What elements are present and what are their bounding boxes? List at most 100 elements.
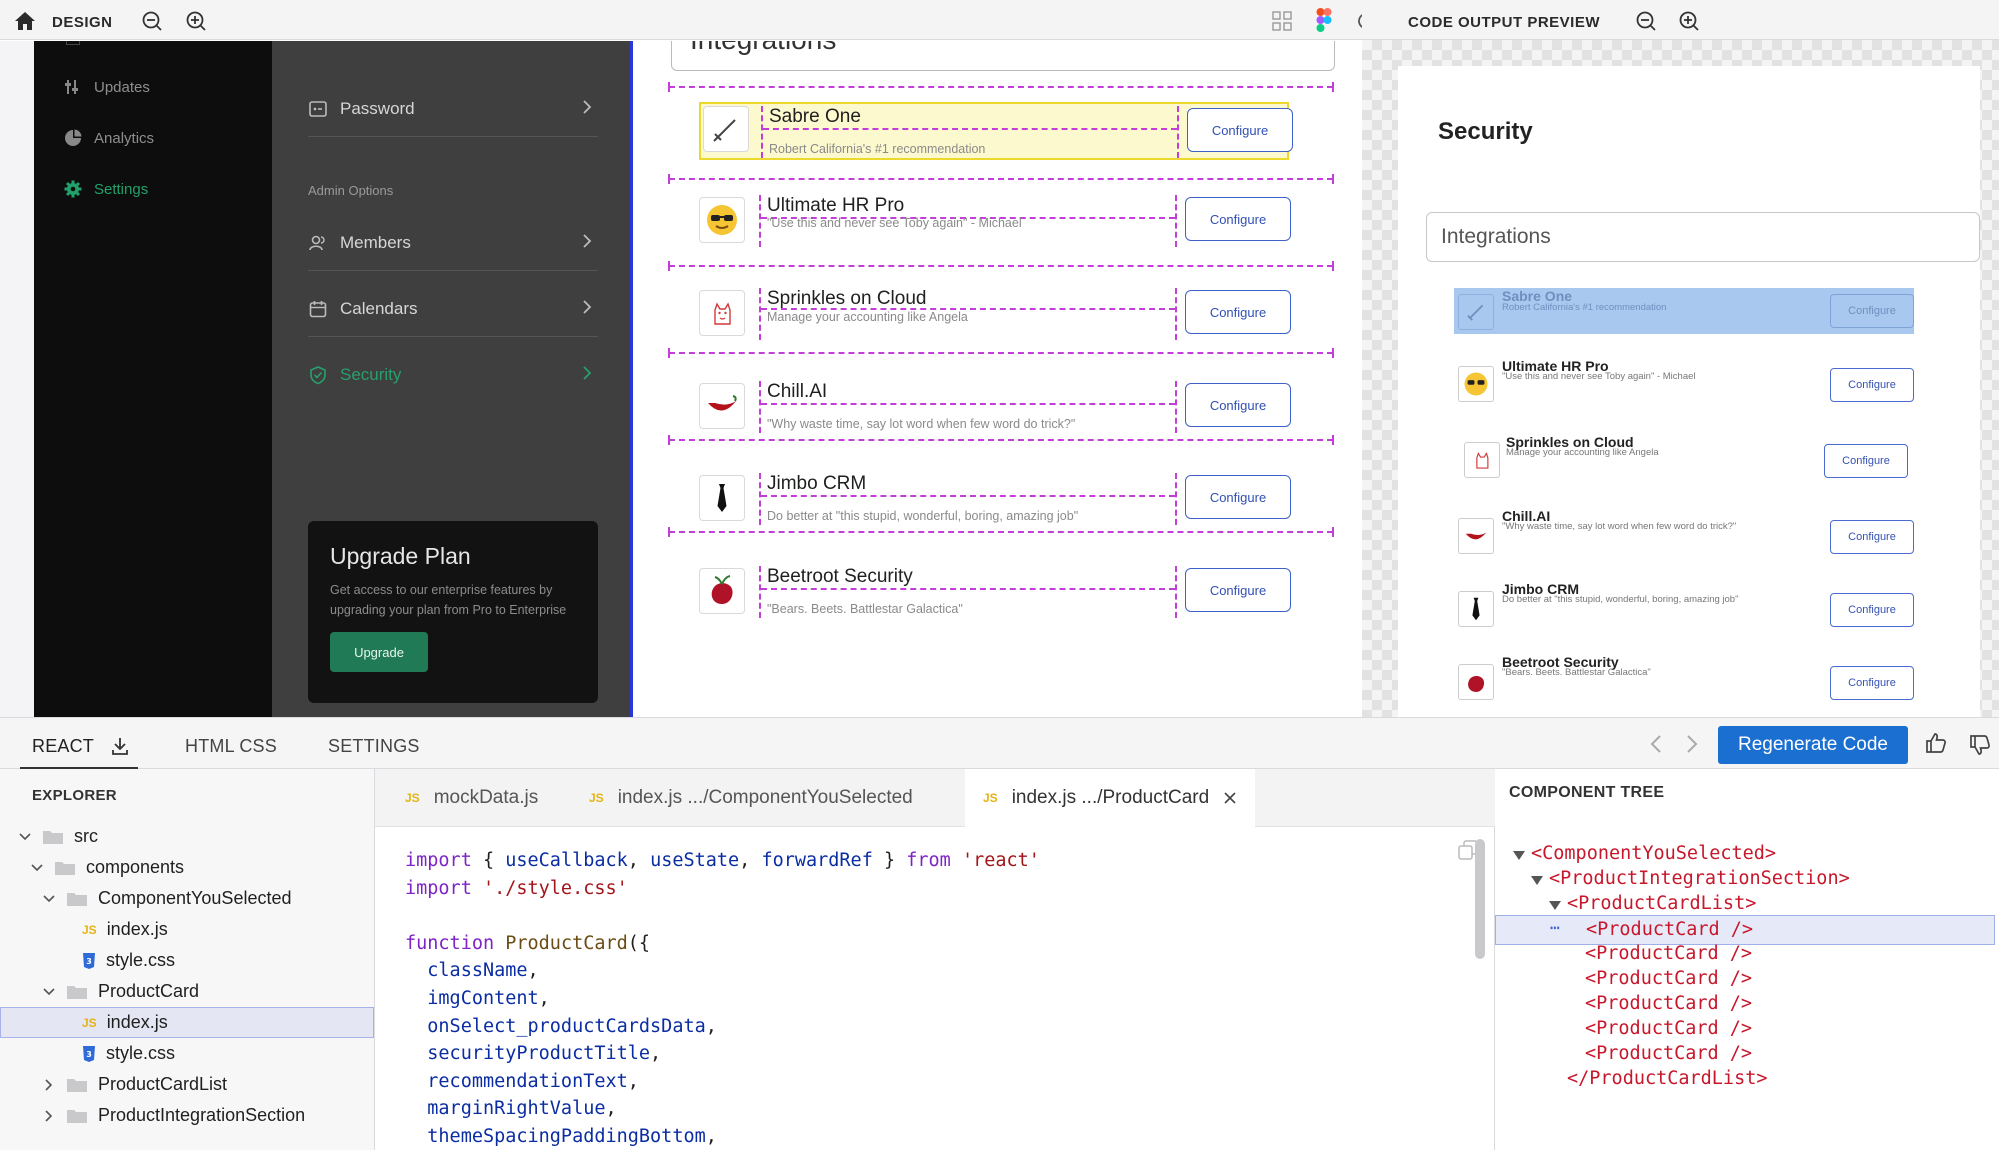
preview-product-card[interactable]: Beetroot Security "Bears. Beets. Battles… (1454, 654, 1914, 704)
code-line: marginRightValue, (427, 1098, 617, 1120)
component-tree-node[interactable]: <ProductCardList> (1495, 890, 1995, 920)
product-card[interactable]: Beetroot Security "Bears. Beets. Battles… (699, 564, 1291, 622)
configure-button[interactable]: Configure (1187, 108, 1293, 152)
settings-row-calendars[interactable]: Calendars (308, 281, 598, 337)
nav-item-updates[interactable]: Updates (64, 75, 150, 99)
card-subtitle: Manage your accounting like Angela (767, 310, 968, 324)
editor-tab-mockdata[interactable]: JS mockData.js (391, 769, 552, 827)
folder-icon (66, 984, 88, 1000)
product-card[interactable]: Chill.AI "Why waste time, say lot word w… (699, 379, 1291, 437)
preview-product-card[interactable]: Sprinkles on Cloud Manage your accountin… (1454, 434, 1914, 482)
preview-product-card[interactable]: Sabre One Robert California's #1 recomme… (1454, 288, 1914, 334)
tree-folder-componentyouselected[interactable]: ComponentYouSelected (0, 883, 374, 914)
tab-react[interactable]: REACT (32, 736, 95, 756)
zoom-in-icon[interactable] (184, 9, 208, 33)
regenerate-code-button[interactable]: Regenerate Code (1718, 726, 1908, 764)
configure-button[interactable]: Configure (1185, 383, 1291, 427)
chevron-right-icon (42, 1078, 56, 1091)
preview-configure-button[interactable]: Configure (1830, 294, 1914, 328)
preview-configure-button[interactable]: Configure (1830, 666, 1914, 700)
component-tree-node[interactable]: </ProductCardList> (1495, 1065, 1995, 1095)
chevron-right-icon[interactable] (1686, 734, 1698, 754)
preview-configure-button[interactable]: Configure (1830, 520, 1914, 554)
component-tree-node[interactable]: <ComponentYouSelected> (1495, 840, 1995, 870)
integrations-heading-box: Integrations (671, 41, 1335, 71)
product-card[interactable]: Sabre One Robert California's #1 recomme… (699, 102, 1293, 160)
tree-file-style-css[interactable]: 3 style.css (0, 1038, 374, 1069)
nav-item-settings[interactable]: Settings (64, 177, 148, 201)
preview-product-card[interactable]: Chill.AI "Why waste time, say lot word w… (1454, 508, 1914, 558)
preview-configure-button[interactable]: Configure (1824, 444, 1908, 478)
tree-folder-productcardlist[interactable]: ProductCardList (0, 1069, 374, 1100)
tab-settings[interactable]: SETTINGS (328, 736, 420, 756)
home-icon[interactable] (13, 9, 37, 33)
thumbs-up-icon[interactable] (1924, 731, 1948, 755)
editor-tab-label: index.js .../ProductCard (1011, 787, 1210, 808)
grid-layout-icon[interactable] (1270, 9, 1294, 33)
expand-triangle-icon[interactable] (1549, 901, 1561, 910)
chevron-right-icon (582, 299, 592, 315)
editor-tab-componentyouselected[interactable]: JS index.js .../ComponentYouSelected (575, 769, 927, 827)
card-title: Chill.AI (767, 381, 828, 402)
thumbs-down-icon[interactable] (1968, 733, 1992, 757)
zoom-in-icon[interactable] (1677, 9, 1701, 33)
settings-row-members[interactable]: Members (308, 215, 598, 271)
chevron-left-icon[interactable] (1650, 734, 1662, 754)
configure-button[interactable]: Configure (1185, 197, 1291, 241)
zoom-out-icon[interactable] (1634, 9, 1658, 33)
expand-triangle-icon[interactable] (1531, 876, 1543, 885)
figma-icon[interactable] (1312, 8, 1336, 32)
spacing-guide (761, 495, 1175, 497)
product-card[interactable]: Ultimate HR Pro "Use this and never see … (699, 193, 1291, 251)
upgrade-button[interactable]: Upgrade (330, 632, 428, 672)
code-line: import { useCallback, useState, forwardR… (405, 850, 1040, 871)
more-options-icon[interactable]: ⋯ (1550, 918, 1560, 937)
expand-triangle-icon[interactable] (1513, 851, 1525, 860)
nav-label-analytics: Analytics (94, 129, 155, 147)
configure-button[interactable]: Configure (1185, 568, 1291, 612)
nav-item-analytics[interactable]: Analytics (64, 126, 154, 150)
preview-title: Security (1438, 118, 1533, 145)
preview-card-subtitle: Manage your accounting like Angela (1506, 447, 1659, 458)
tree-folder-components[interactable]: components (0, 852, 374, 883)
configure-button[interactable]: Configure (1185, 475, 1291, 519)
folder-icon (42, 829, 64, 845)
tree-file-index-js[interactable]: JS index.js (0, 914, 374, 945)
tree-file-style-css[interactable]: 3 style.css (0, 945, 374, 976)
component-tree-node[interactable]: ⋯<ProductCard /> (1495, 915, 1995, 945)
tree-folder-productcard[interactable]: ProductCard (0, 976, 374, 1007)
card-title: Jimbo CRM (767, 473, 867, 494)
spacing-guide (1175, 381, 1177, 433)
editor-scrollbar[interactable] (1475, 839, 1485, 959)
configure-button[interactable]: Configure (1185, 290, 1291, 334)
close-icon[interactable] (1223, 791, 1237, 805)
zoom-out-icon[interactable] (140, 9, 164, 33)
preview-configure-button[interactable]: Configure (1830, 593, 1914, 627)
component-tree-node[interactable]: <ProductIntegrationSection> (1495, 865, 1995, 895)
component-tree-node[interactable]: <ProductCard /> (1495, 990, 1995, 1020)
js-file-icon: JS (589, 791, 604, 805)
tab-html-css[interactable]: HTML CSS (185, 736, 277, 756)
preview-product-card[interactable]: Ultimate HR Pro "Use this and never see … (1454, 358, 1914, 406)
component-tree-node[interactable]: <ProductCard /> (1495, 940, 1995, 970)
component-tree-node[interactable]: <ProductCard /> (1495, 1015, 1995, 1045)
preview-configure-button[interactable]: Configure (1830, 368, 1914, 402)
tree-file-index-js-selected[interactable]: JS index.js (0, 1007, 374, 1038)
editor-tab-productcard[interactable]: JS index.js .../ProductCard (965, 769, 1255, 827)
product-card[interactable]: Sprinkles on Cloud Manage your accountin… (699, 286, 1291, 344)
tree-folder-productintegrationsection[interactable]: ProductIntegrationSection (0, 1100, 374, 1131)
component-tree-node[interactable]: <ProductCard /> (1495, 965, 1995, 995)
preview-product-card[interactable]: Jimbo CRM Do better at "this stupid, won… (1454, 581, 1914, 631)
chevron-down-icon (42, 987, 56, 997)
tree-folder-src[interactable]: src (0, 821, 374, 852)
js-file-icon: JS (405, 791, 420, 805)
component-tree-label: <ProductCard /> (1585, 993, 1753, 1014)
settings-row-security[interactable]: Security (308, 347, 598, 403)
download-icon[interactable] (110, 736, 130, 756)
product-card[interactable]: Jimbo CRM Do better at "this stupid, won… (699, 471, 1291, 529)
card-subtitle: "Bears. Beets. Battlestar Galactica" (767, 602, 963, 616)
settings-row-password[interactable]: Password (308, 81, 598, 137)
component-tree-node[interactable]: <ProductCard /> (1495, 1040, 1995, 1070)
code-block[interactable]: import { useCallback, useState, forwardR… (405, 847, 1040, 1151)
copy-icon[interactable] (1457, 839, 1479, 861)
